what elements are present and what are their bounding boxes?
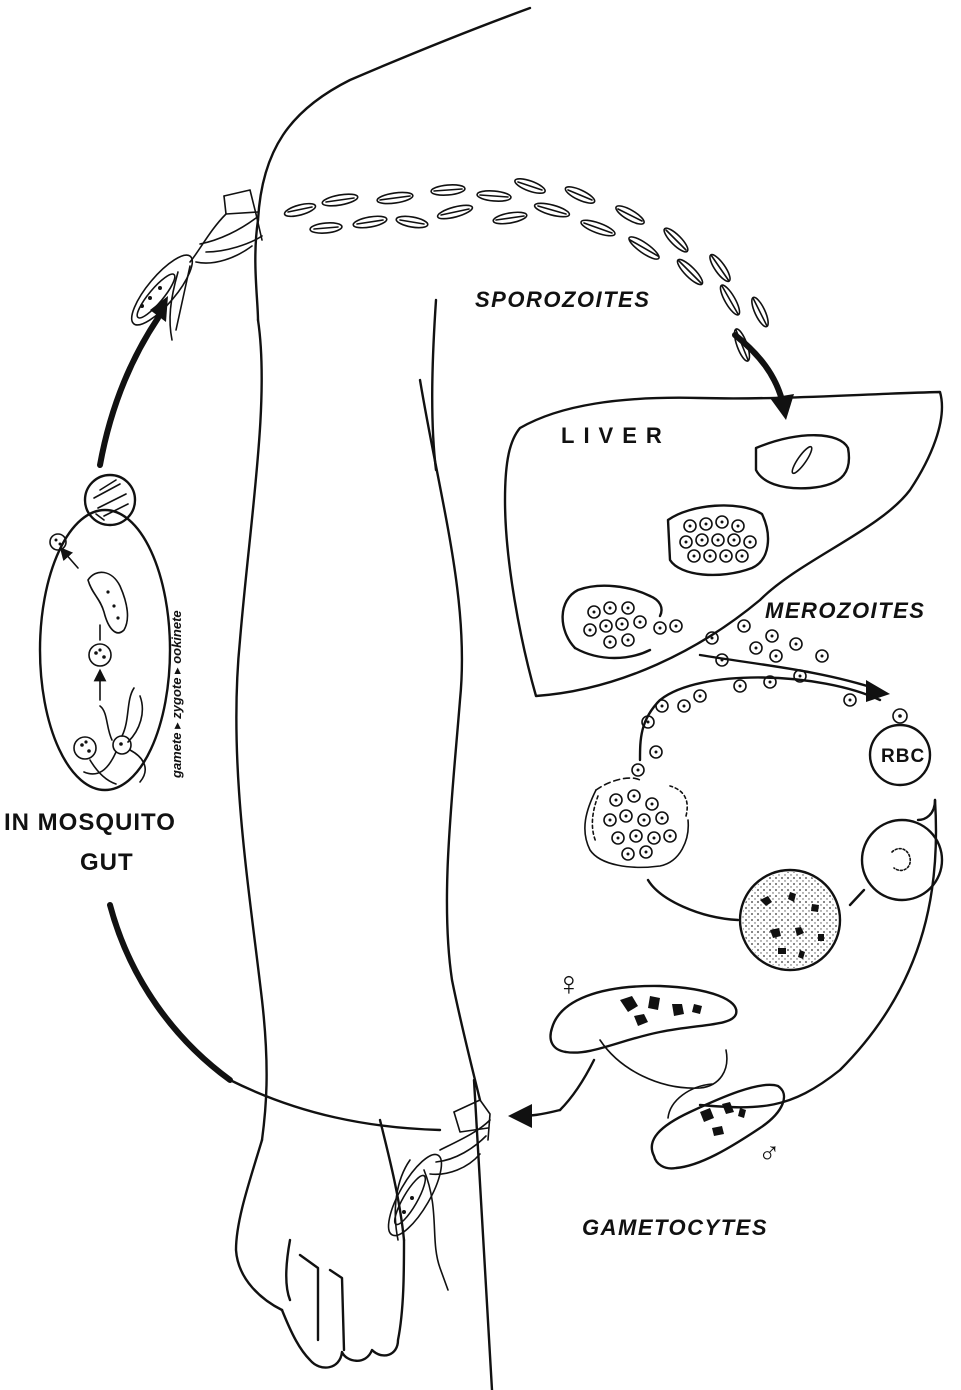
sporozoite	[492, 210, 527, 226]
sporozoite	[674, 256, 705, 287]
sporozoite	[614, 203, 647, 228]
merozoites-free	[632, 620, 890, 776]
male-symbol: ♂	[758, 1136, 781, 1169]
sporozoite	[436, 203, 473, 222]
sporozoite	[477, 190, 512, 203]
ookinete	[50, 534, 127, 633]
sporozoite	[395, 214, 428, 229]
sporozoite	[321, 192, 358, 208]
mosquito-gut-label-line2: GUT	[80, 849, 134, 876]
sporozoite	[376, 191, 413, 206]
rbc-trophozoite	[648, 870, 840, 970]
mosquito-lower-icon	[379, 1100, 490, 1290]
sporozoite	[749, 295, 772, 328]
sporozoite	[563, 184, 596, 207]
sporozoite	[717, 283, 743, 317]
ruptured-liver-cell	[563, 586, 682, 658]
sporozoite	[579, 217, 616, 239]
mosquito-gut	[40, 475, 170, 790]
sporozoites-label: SPOROZOITES	[475, 287, 650, 312]
sporozoite	[283, 201, 316, 219]
sporozoite	[310, 222, 343, 235]
gametocytes-label: GAMETOCYTES	[582, 1215, 768, 1240]
mosquito-gut-label-line1: IN MOSQUITO	[4, 809, 176, 836]
sporozoite	[352, 214, 387, 230]
sporozoite	[707, 252, 734, 284]
sporozoite	[661, 225, 691, 255]
female-symbol: ♀	[556, 965, 582, 1003]
rbc-ring-stage	[850, 800, 942, 905]
mosquito-upper-icon	[123, 190, 262, 340]
sporozoite	[626, 234, 661, 263]
liver-label: LIVER	[561, 423, 671, 448]
sporozoite	[431, 184, 466, 197]
gut-stages-label: gamete ▸ zygote ▸ ookinete	[169, 610, 184, 779]
rbc-label: RBC	[881, 746, 925, 767]
sporozoite	[533, 201, 570, 220]
gametes	[74, 688, 145, 784]
hepatocyte-sporozoite	[756, 435, 849, 488]
oocyst	[85, 475, 135, 525]
zygote	[89, 625, 111, 700]
rbc-schizont-rupture	[585, 778, 688, 867]
sporozoite	[513, 176, 546, 196]
liver-schizont	[668, 505, 768, 575]
merozoites-label: MEROZOITES	[765, 598, 925, 623]
human-body-outline	[236, 8, 530, 1390]
cycle-path	[100, 296, 936, 1130]
